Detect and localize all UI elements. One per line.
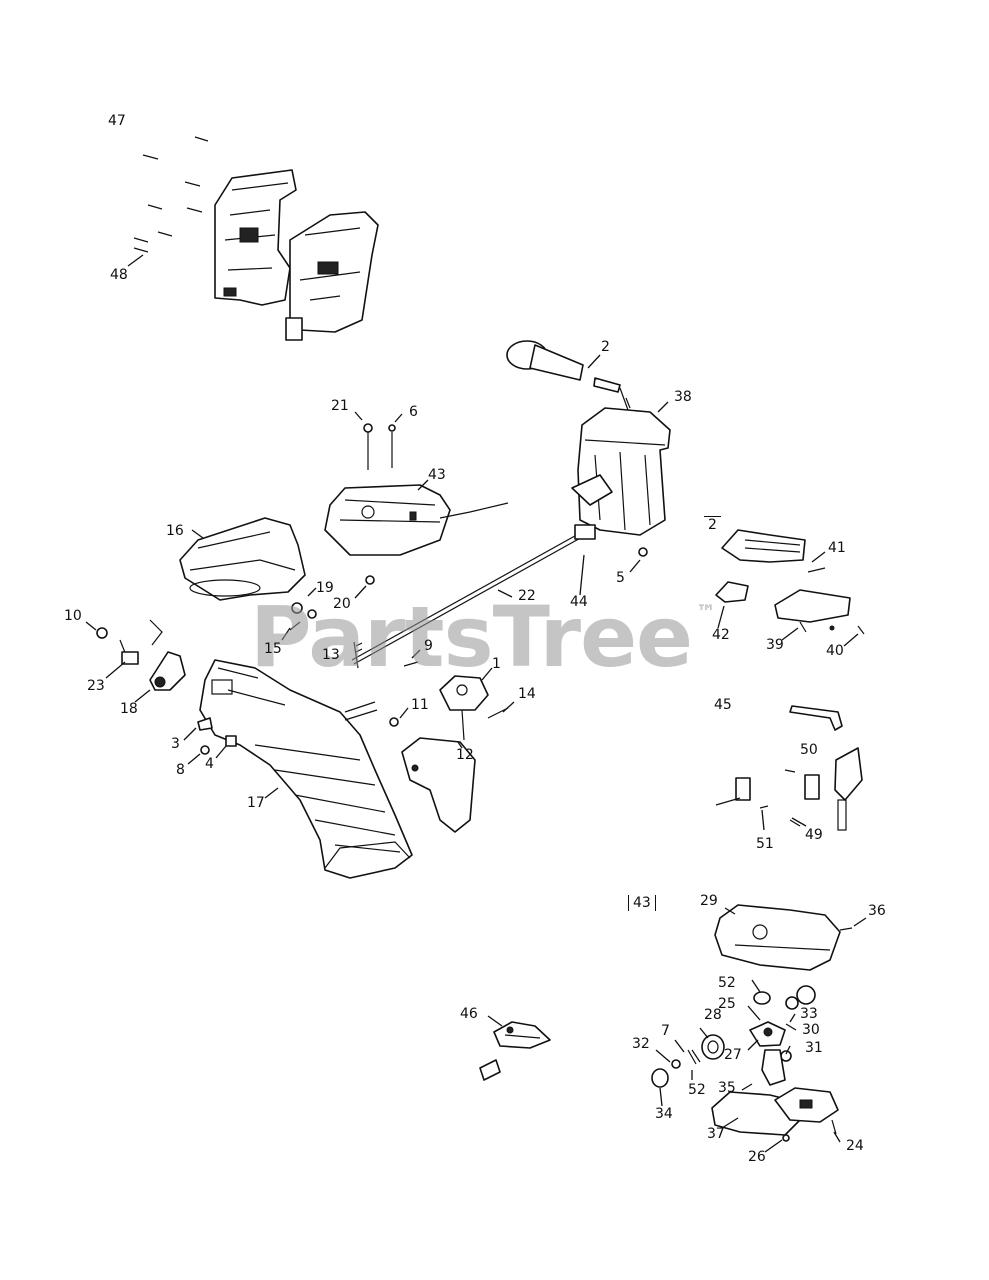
callout-26: 26: [748, 1149, 766, 1165]
part-46-assembly: [479, 1021, 551, 1081]
callout-36: 36: [868, 903, 886, 919]
cover-29: [714, 904, 853, 971]
discharge-chute: [199, 659, 413, 879]
callout-12: 12: [456, 747, 474, 763]
chute-control-rod: [351, 524, 596, 665]
callout-43: 43: [428, 467, 446, 483]
callout-17: 17: [247, 795, 265, 811]
callout-24: 24: [846, 1138, 864, 1154]
gearbox-housing: [571, 397, 671, 536]
callout-33: 33: [800, 1006, 818, 1022]
callout-35: 35: [718, 1080, 736, 1096]
callout-28: 28: [704, 1007, 722, 1023]
callout-16: 16: [166, 523, 184, 539]
callout-39: 39: [766, 637, 784, 653]
callout-3: 3: [171, 736, 180, 752]
control-cover: [324, 484, 509, 556]
shift-lever-group: [715, 529, 865, 635]
callout-20: 20: [333, 596, 351, 612]
chute-head-assembly: [214, 169, 379, 341]
callout-10: 10: [64, 608, 82, 624]
callout-2-group: 2: [704, 516, 721, 533]
callout-52-upper: 52: [718, 975, 736, 991]
callout-49: 49: [805, 827, 823, 843]
callout-8: 8: [176, 762, 185, 778]
callout-30: 30: [802, 1022, 820, 1038]
callout-46: 46: [460, 1006, 478, 1022]
callout-38: 38: [674, 389, 692, 405]
callout-52-lower: 52: [688, 1082, 706, 1098]
callout-40: 40: [826, 643, 844, 659]
chute-hardware: [197, 701, 378, 755]
callout-9: 9: [424, 638, 433, 654]
callout-43-group: 43: [628, 895, 656, 911]
callout-29: 29: [700, 893, 718, 909]
callout-15: 15: [264, 641, 282, 657]
base-37: [711, 1087, 839, 1142]
callout-51: 51: [756, 836, 774, 852]
callout-31: 31: [805, 1040, 823, 1056]
callout-4: 4: [205, 756, 214, 772]
callout-42: 42: [712, 627, 730, 643]
callout-21: 21: [331, 398, 349, 414]
callout-5: 5: [616, 570, 625, 586]
callout-27: 27: [724, 1047, 742, 1063]
callout-50: 50: [800, 742, 818, 758]
callout-13: 13: [322, 647, 340, 663]
callout-14: 14: [518, 686, 536, 702]
callout-6: 6: [409, 404, 418, 420]
callout-45: 45: [714, 697, 732, 713]
callout-11: 11: [411, 697, 429, 713]
callout-23: 23: [87, 678, 105, 694]
callout-25: 25: [718, 996, 736, 1012]
callout-2: 2: [601, 339, 610, 355]
chute-deflector: [179, 517, 306, 601]
callout-34: 34: [655, 1106, 673, 1122]
callout-37: 37: [707, 1126, 725, 1142]
callout-47: 47: [108, 113, 126, 129]
crank-handle: [506, 340, 629, 411]
callout-48: 48: [110, 267, 128, 283]
callout-1: 1: [492, 656, 501, 672]
callout-19: 19: [316, 580, 334, 596]
chute-mount-bracket: [389, 661, 509, 833]
chute-pivot-bracket: [96, 619, 186, 691]
callout-44: 44: [570, 594, 588, 610]
callout-7: 7: [661, 1023, 670, 1039]
callout-41: 41: [828, 540, 846, 556]
callout-18: 18: [120, 701, 138, 717]
callout-22: 22: [518, 588, 536, 604]
callout-32: 32: [632, 1036, 650, 1052]
chute-lock-group: [715, 705, 863, 831]
gear-set: [651, 985, 816, 1088]
screws-48-47: [133, 136, 209, 253]
